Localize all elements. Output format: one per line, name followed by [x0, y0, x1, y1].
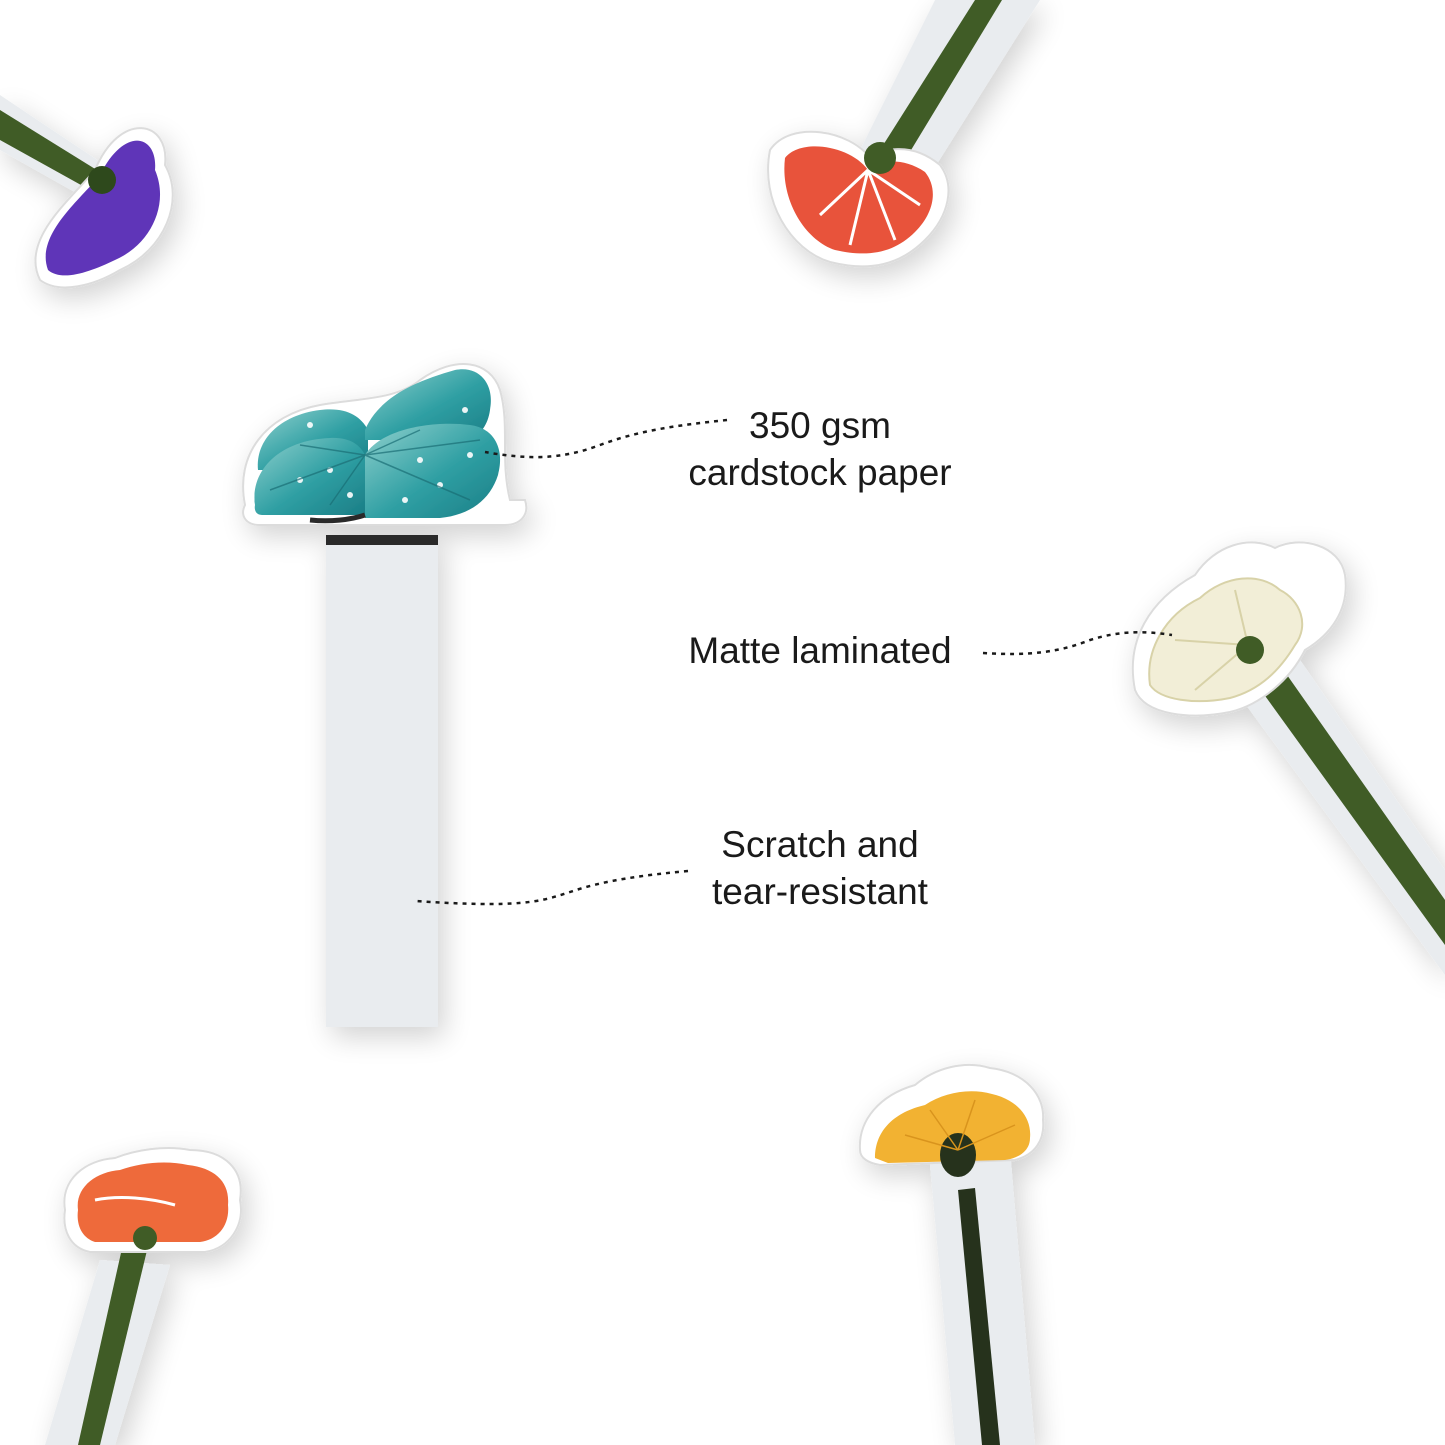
violet-flower-bookmark: [0, 95, 174, 289]
yellow-flower-bookmark: [858, 1063, 1045, 1445]
callout-line-cardstock: [484, 418, 728, 459]
red-flower-bookmark: [767, 0, 1040, 268]
callout-line-scratch: [414, 869, 689, 906]
callout-cardstock: 350 gsm cardstock paper: [660, 402, 980, 496]
callout-scratch-line1: Scratch and: [721, 824, 919, 865]
callout-scratch-line2: tear-resistant: [712, 871, 928, 912]
callout-lines: [414, 418, 1173, 906]
cream-flower-bookmark: [1131, 541, 1445, 975]
callout-line-matte: [982, 631, 1173, 656]
callout-matte: Matte laminated: [660, 627, 980, 674]
callout-cardstock-line2: cardstock paper: [688, 452, 952, 493]
callout-matte-line1: Matte laminated: [688, 630, 952, 671]
butterfly-bookmark: [242, 363, 528, 1027]
callout-scratch: Scratch and tear-resistant: [660, 821, 980, 915]
callout-cardstock-line1: 350 gsm: [749, 405, 891, 446]
orange-flower-bookmark: [45, 1147, 242, 1445]
